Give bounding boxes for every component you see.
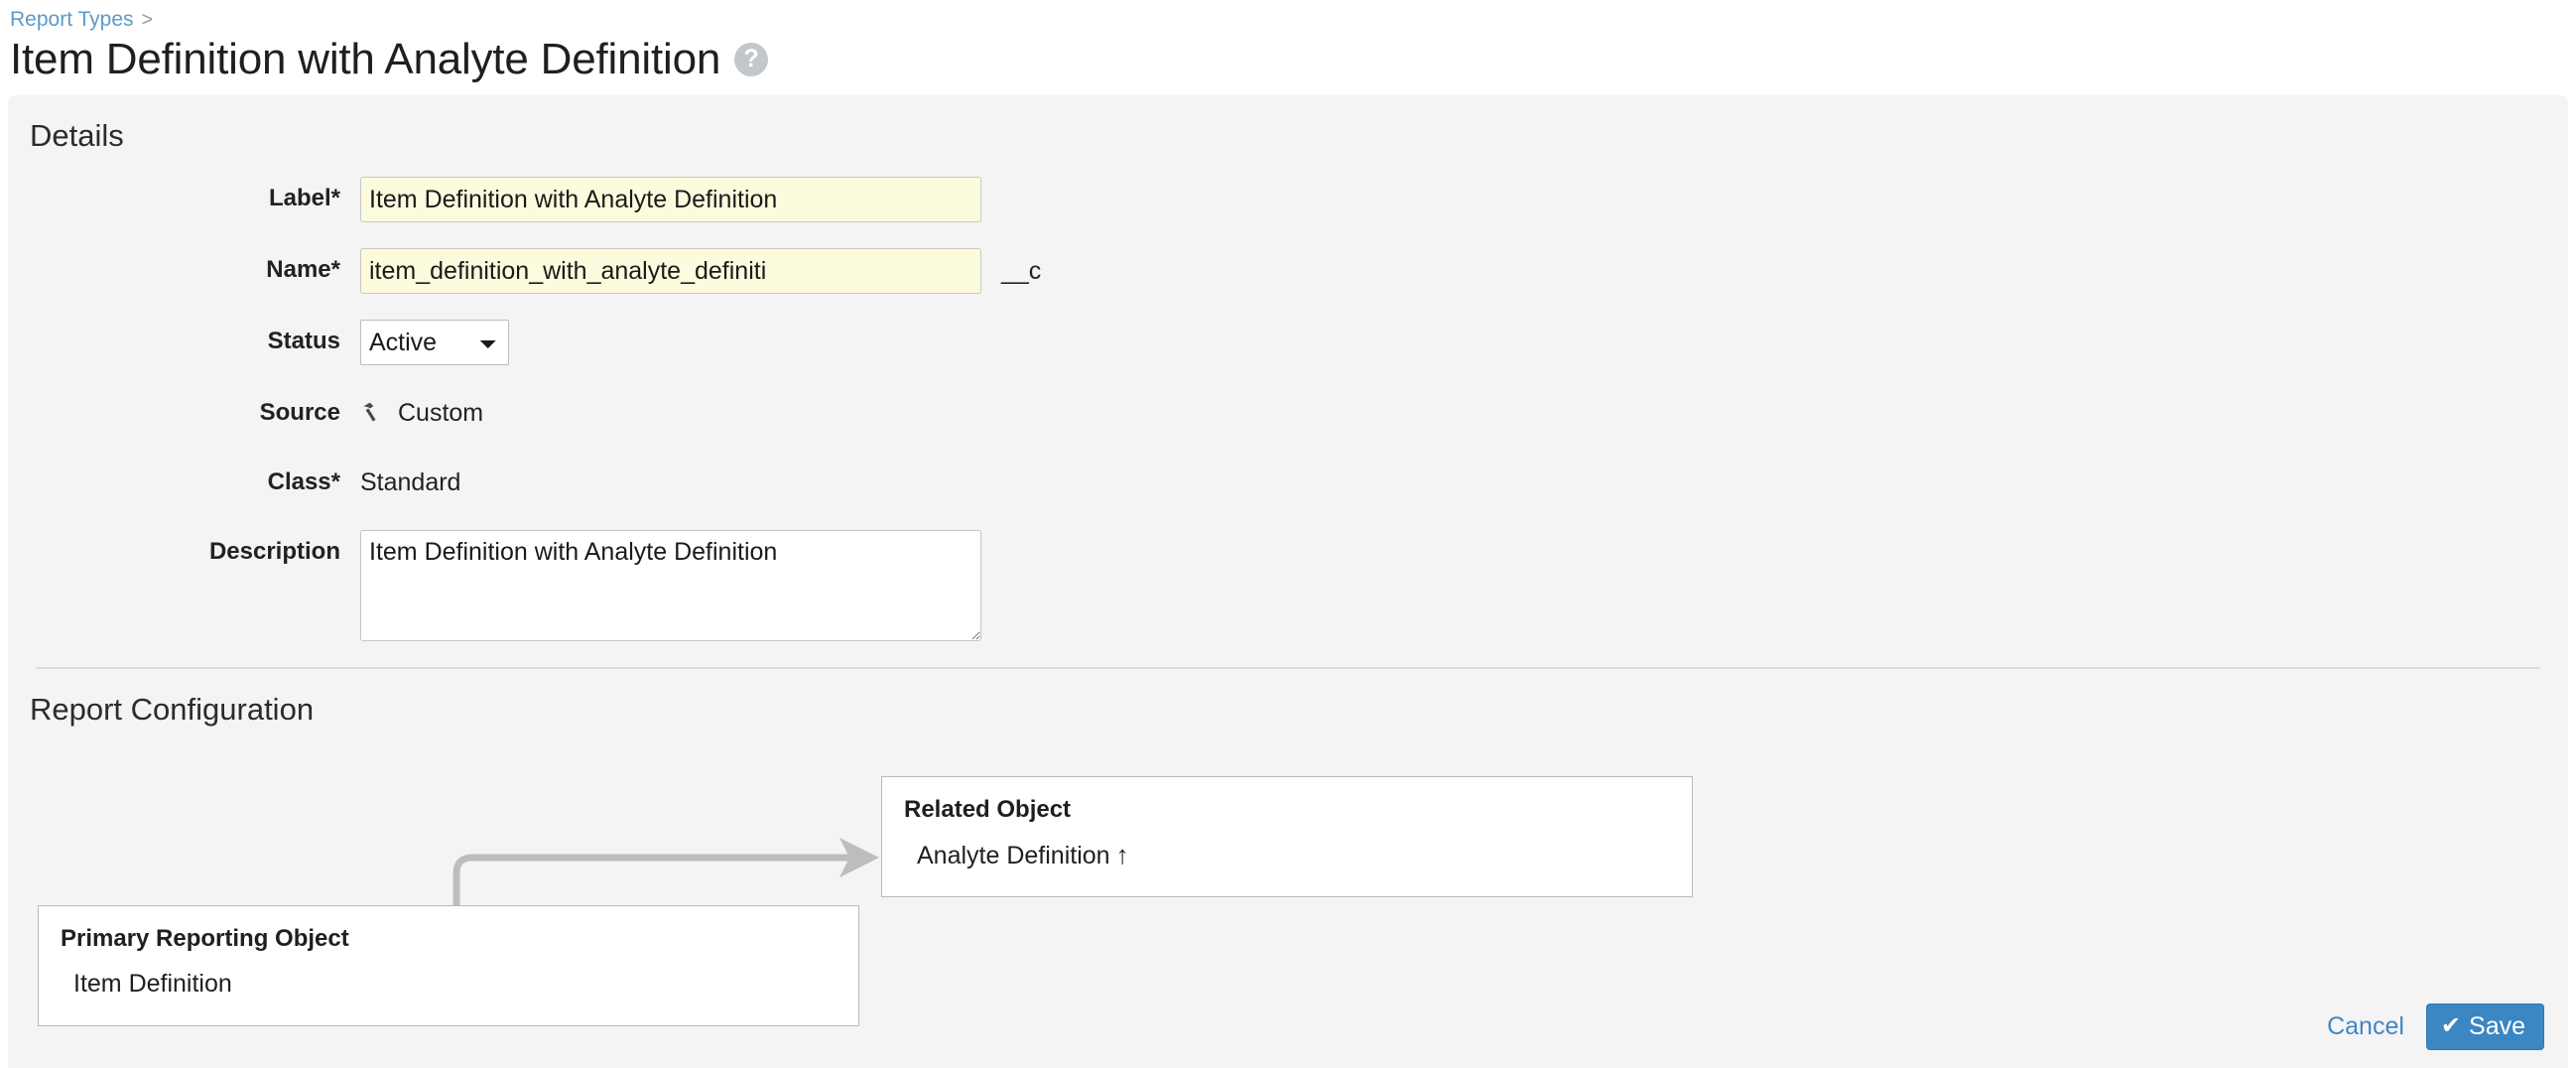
status-select[interactable]: Active	[360, 320, 509, 365]
details-form: Label* Name* __c Status Active Source	[8, 155, 2568, 641]
page-title: Item Definition with Analyte Definition	[10, 35, 721, 83]
source-field-label: Source	[259, 399, 340, 426]
form-footer: Cancel ✔ Save	[2327, 1003, 2544, 1050]
source-value-row: Custom	[360, 391, 483, 435]
details-panel: Details Label* Name* __c Status Active	[8, 95, 2568, 1068]
breadcrumb: Report Types >	[0, 0, 2576, 32]
source-value: Custom	[398, 399, 484, 427]
breadcrumb-separator: >	[141, 9, 154, 31]
class-field-label: Class*	[267, 468, 340, 495]
label-input[interactable]	[360, 177, 981, 222]
help-icon[interactable]: ?	[734, 43, 769, 76]
form-row-description: Description Item Definition with Analyte…	[8, 530, 2568, 641]
source-field-wrapper: Custom	[360, 391, 483, 435]
class-value: Standard	[360, 468, 461, 496]
primary-reporting-object-title: Primary Reporting Object	[61, 925, 349, 952]
related-object-value: Analyte Definition	[917, 842, 1110, 869]
name-field-wrapper: __c	[360, 248, 1041, 294]
description-field-wrapper: Item Definition with Analyte Definition	[360, 530, 981, 641]
save-button-label: Save	[2469, 1012, 2525, 1040]
section-divider	[36, 667, 2540, 669]
status-field-label: Status	[267, 328, 340, 354]
status-field-wrapper: Active	[360, 320, 509, 365]
check-icon: ✔	[2440, 1012, 2462, 1039]
report-configuration-diagram: Related Object Analyte Definition↑ Prima…	[8, 746, 2568, 1044]
form-row-name: Name* __c	[8, 248, 2568, 294]
details-section-title: Details	[30, 118, 124, 153]
class-field-wrapper: Standard	[360, 461, 460, 504]
related-object-title: Related Object	[904, 796, 1072, 823]
save-button[interactable]: ✔ Save	[2425, 1003, 2544, 1050]
up-arrow-icon: ↑	[1115, 840, 1129, 869]
form-row-label: Label*	[8, 177, 2568, 222]
form-row-class: Class* Standard	[8, 461, 2568, 504]
name-input[interactable]	[360, 248, 981, 294]
form-row-status: Status Active	[8, 320, 2568, 365]
report-configuration-section-title: Report Configuration	[30, 692, 315, 727]
related-object-box[interactable]: Related Object Analyte Definition↑	[881, 776, 1693, 897]
breadcrumb-link-report-types[interactable]: Report Types	[10, 8, 134, 31]
page-header: Item Definition with Analyte Definition …	[0, 32, 2576, 95]
label-field-wrapper	[360, 177, 981, 222]
description-textarea[interactable]: Item Definition with Analyte Definition	[360, 530, 981, 641]
related-object-value-row: Analyte Definition↑	[882, 825, 1692, 871]
description-field-label: Description	[208, 538, 340, 565]
hammer-icon	[360, 400, 386, 426]
form-row-source: Source Custom	[8, 391, 2568, 435]
name-suffix: __c	[1001, 257, 1042, 285]
help-icon-glyph: ?	[743, 44, 759, 72]
primary-reporting-object-box[interactable]: Primary Reporting Object Item Definition	[38, 905, 859, 1026]
cancel-button[interactable]: Cancel	[2327, 1012, 2404, 1040]
label-field-label: Label*	[268, 185, 340, 211]
name-field-label: Name*	[266, 256, 340, 283]
primary-reporting-object-value: Item Definition	[73, 970, 232, 998]
